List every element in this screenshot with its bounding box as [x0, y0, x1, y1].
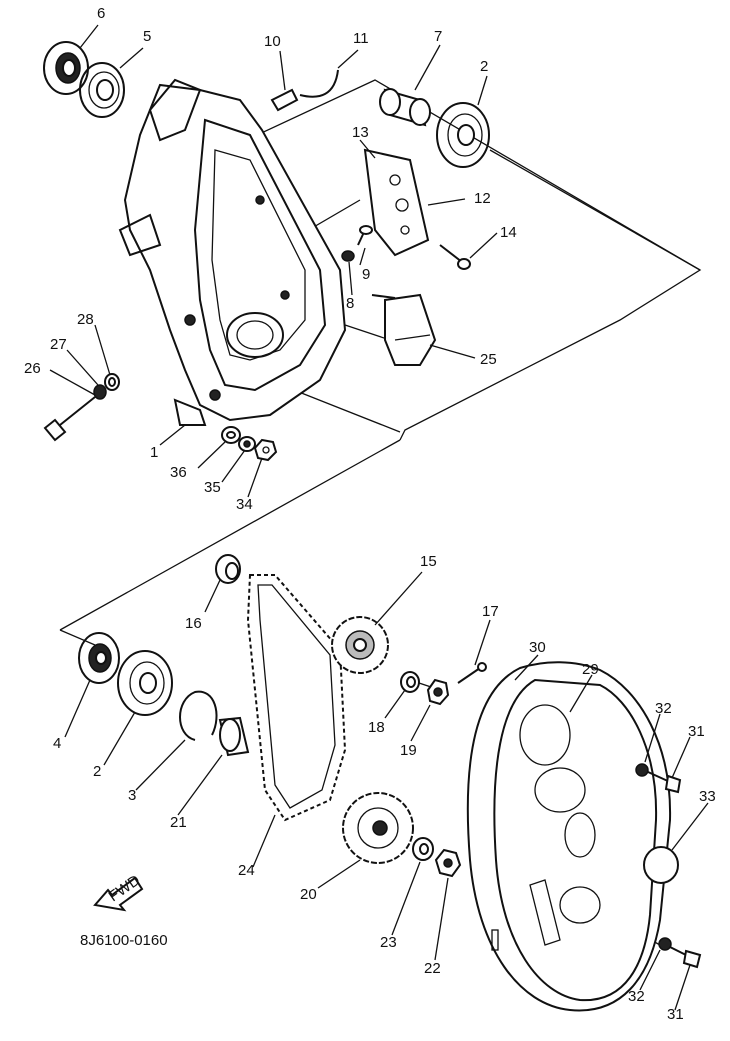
callout-36: 36 [170, 464, 187, 481]
callout-7: 7 [434, 28, 442, 45]
forward-arrow-icon: FWD [93, 872, 143, 912]
washer-23 [412, 837, 434, 861]
callout-31-bottom: 31 [667, 1006, 684, 1023]
collar-21 [218, 716, 250, 757]
callout-35: 35 [204, 479, 221, 496]
bearing-2-lower [117, 650, 173, 716]
nut-19 [426, 678, 450, 706]
callout-32-top: 32 [655, 700, 672, 717]
chain-cover-29 [466, 661, 672, 1012]
callout-26: 26 [24, 360, 41, 377]
callout-24: 24 [238, 862, 255, 879]
washer-8 [341, 250, 355, 262]
callout-27: 27 [50, 336, 67, 353]
washer-27 [93, 384, 107, 400]
callout-2-lower: 2 [93, 763, 101, 780]
callout-20: 20 [300, 886, 317, 903]
cap-33 [643, 846, 679, 884]
callout-18: 18 [368, 719, 385, 736]
circlip-3 [179, 690, 218, 741]
callout-labels: 1 2 2 3 4 5 6 7 8 9 10 11 12 13 14 15 16… [24, 5, 716, 1023]
collar-7 [379, 88, 431, 127]
nut-34 [253, 438, 278, 462]
callout-25: 25 [480, 351, 497, 368]
callout-3: 3 [128, 787, 136, 804]
washer-35 [238, 436, 256, 452]
crankcase [118, 78, 347, 426]
washer-18 [400, 671, 420, 693]
collar-16 [215, 554, 241, 584]
callout-12: 12 [474, 190, 491, 207]
callout-19: 19 [400, 742, 417, 759]
bolt-31-bottom [669, 946, 702, 969]
callout-33: 33 [699, 788, 716, 805]
callout-31-top: 31 [688, 723, 705, 740]
nut-22 [434, 848, 462, 878]
callout-16: 16 [185, 615, 202, 632]
callout-15: 15 [420, 553, 437, 570]
callout-2-top: 2 [480, 58, 488, 75]
hose-fitting [270, 69, 339, 112]
callout-1: 1 [150, 444, 158, 461]
callout-17: 17 [482, 603, 499, 620]
washer-32-bottom [658, 937, 672, 951]
screw-9 [357, 225, 373, 246]
callout-4: 4 [53, 735, 61, 752]
sprocket-15 [331, 616, 389, 674]
callout-32-bottom: 32 [628, 988, 645, 1005]
bearing-6 [43, 41, 89, 95]
callout-28: 28 [77, 311, 94, 328]
washer-36 [221, 426, 241, 444]
sprocket-20 [342, 792, 414, 864]
callout-9: 9 [362, 266, 370, 283]
callout-5: 5 [143, 28, 151, 45]
bolt-31-top [647, 771, 682, 794]
callout-23: 23 [380, 934, 397, 951]
bearing-2-top [436, 102, 490, 168]
callout-22: 22 [424, 960, 441, 977]
callout-21: 21 [170, 814, 187, 831]
callout-30: 30 [529, 639, 546, 656]
callout-8: 8 [346, 295, 354, 312]
chain-guide-25 [371, 293, 437, 366]
callout-6: 6 [97, 5, 105, 22]
bolt-26 [43, 396, 96, 442]
bearing-4 [78, 632, 120, 684]
cotter-pin-17 [457, 662, 487, 684]
chain-24 [246, 574, 347, 822]
callout-11: 11 [353, 30, 369, 47]
bearing-5 [79, 62, 125, 118]
callout-13: 13 [352, 124, 369, 141]
callout-34: 34 [236, 496, 253, 513]
screw-14 [439, 244, 471, 270]
plate-12 [363, 148, 430, 257]
callout-10: 10 [264, 33, 281, 50]
figure-code: 8J6100-0160 [80, 932, 168, 949]
callout-14: 14 [500, 224, 517, 241]
leader-lines [49, 24, 709, 1011]
washer-28 [104, 373, 120, 391]
washer-32-top [635, 763, 649, 777]
callout-29: 29 [582, 661, 599, 678]
